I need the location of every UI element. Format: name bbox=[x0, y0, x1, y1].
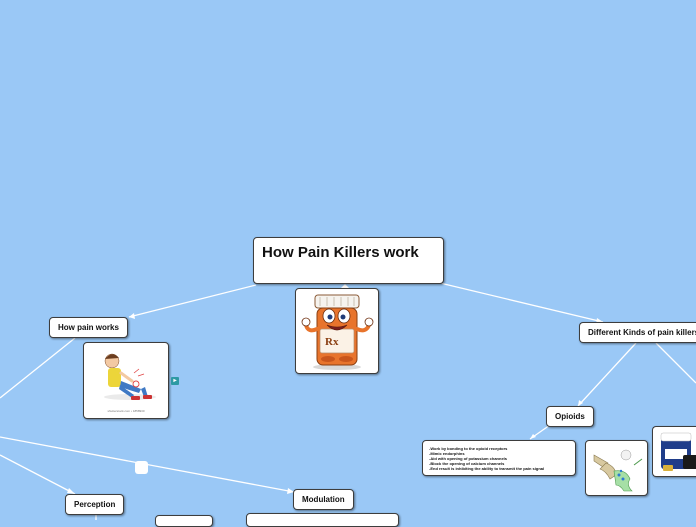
topic-perception-label: Perception bbox=[74, 500, 115, 509]
topic-different-kinds[interactable]: Different Kinds of pain killers bbox=[579, 322, 696, 343]
opioid-notes[interactable]: -Work by bonding to the opioid receptors… bbox=[422, 440, 576, 476]
link-central-kinds bbox=[440, 283, 603, 322]
injured-person-icon: shutterstock.com • 1858930 bbox=[84, 343, 168, 418]
injured-person-image[interactable]: shutterstock.com • 1858930 bbox=[83, 342, 169, 419]
topic-modulation[interactable]: Modulation bbox=[293, 489, 354, 510]
link-kinds-offscreen bbox=[656, 343, 696, 383]
topic-how-pain-works[interactable]: How pain works bbox=[49, 317, 128, 338]
link-branch-perception bbox=[0, 455, 75, 494]
opioid-note-line: -End result is inhibiting the ability to… bbox=[429, 466, 569, 471]
link-badge-icon[interactable]: ▸ bbox=[171, 377, 179, 385]
medication-image[interactable] bbox=[652, 426, 696, 477]
link-kinds-opioids bbox=[578, 343, 636, 406]
central-topic[interactable]: How Pain Killers work bbox=[253, 237, 444, 284]
topic-different-kinds-label: Different Kinds of pain killers bbox=[588, 328, 696, 337]
topic-how-pain-works-label: How pain works bbox=[58, 323, 119, 332]
topic-modulation-label: Modulation bbox=[302, 495, 345, 504]
topic-opioids[interactable]: Opioids bbox=[546, 406, 594, 427]
partial-node-below-modulation[interactable] bbox=[246, 513, 399, 527]
connector-midpoint-handle[interactable] bbox=[135, 461, 148, 474]
partial-node-below-left[interactable] bbox=[155, 515, 213, 527]
pill-bottle-mascot-icon: Rx bbox=[296, 289, 378, 373]
topic-opioids-label: Opioids bbox=[555, 412, 585, 421]
pill-bottle-image[interactable]: Rx bbox=[295, 288, 379, 374]
svg-text:Rx: Rx bbox=[325, 336, 339, 348]
central-topic-label: How Pain Killers work bbox=[262, 244, 419, 261]
link-central-how-pain bbox=[129, 285, 256, 317]
neuron-receptor-icon bbox=[586, 441, 647, 495]
image-caption: shutterstock.com • 1858930 bbox=[107, 409, 144, 413]
medication-bottle-icon bbox=[653, 427, 696, 476]
topic-perception[interactable]: Perception bbox=[65, 494, 124, 515]
neuron-image[interactable] bbox=[585, 440, 648, 496]
link-howpain-branch bbox=[0, 338, 75, 398]
